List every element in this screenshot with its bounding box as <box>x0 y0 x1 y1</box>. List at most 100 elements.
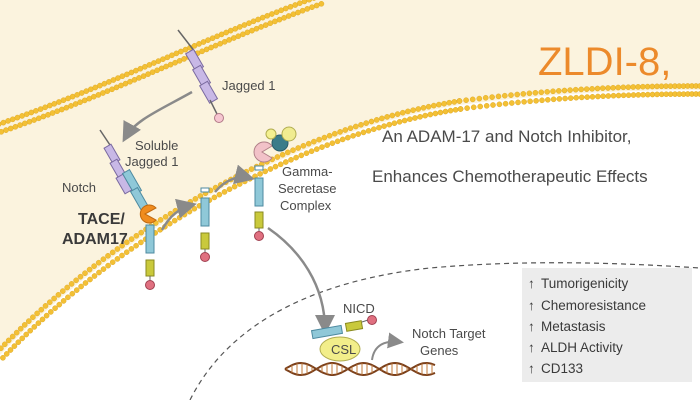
lipid-dot <box>427 111 434 118</box>
lipid-dot <box>138 229 144 236</box>
lipid-dot <box>514 91 521 98</box>
lipid-dot <box>2 341 8 348</box>
lipid-dot <box>274 154 281 160</box>
lipid-dot <box>303 150 310 156</box>
tace-enzyme <box>139 204 157 224</box>
transcription-arrow <box>371 332 404 361</box>
lipid-dot <box>226 186 233 192</box>
lipid-dot <box>64 284 70 291</box>
lipid-dot <box>360 129 367 136</box>
effect-item-3: ALDH Activity <box>541 340 623 355</box>
lipid-dot <box>96 269 102 276</box>
csl-protein <box>319 336 361 362</box>
lipid-dot <box>56 301 63 308</box>
label-gamma-1: Gamma- <box>282 164 333 179</box>
lipid-dot <box>697 91 700 97</box>
label-soluble-1: Soluble <box>135 138 178 153</box>
lipid-dot <box>640 91 646 98</box>
lipid-dot <box>287 4 294 10</box>
lipid-dot <box>589 94 596 100</box>
lipid-dot <box>368 118 375 125</box>
lipid-dot <box>550 88 556 95</box>
lipid-dot <box>342 127 349 133</box>
lipid-dot <box>630 84 637 90</box>
lipid-dot <box>105 252 111 259</box>
label-nicd: NICD <box>343 301 375 316</box>
effect-item-1: Chemoresistance <box>541 298 646 313</box>
label-notch: Notch <box>62 180 96 195</box>
label-target-2: Genes <box>420 343 459 358</box>
lipid-dot <box>52 305 58 312</box>
lipid-dot <box>21 120 28 127</box>
label-tace-2: ADAM17 <box>62 231 128 248</box>
lipid-dot <box>457 106 464 112</box>
lipid-dot <box>300 142 307 149</box>
gamma-secretase-complex <box>253 126 297 163</box>
lipid-dot <box>584 94 591 100</box>
lipid-dot <box>432 110 439 117</box>
lipid-dot <box>243 168 250 175</box>
lipid-dot <box>34 310 40 317</box>
lipid-dot <box>21 322 28 328</box>
lipid-dot <box>0 345 4 352</box>
lipid-dot <box>578 86 585 93</box>
lipid-dot <box>610 85 616 91</box>
lipid-dot <box>649 83 656 90</box>
lipid-dot <box>556 96 563 102</box>
lipid-dot <box>521 99 527 105</box>
lipid-dot <box>192 196 199 202</box>
lipid-dot <box>78 283 84 290</box>
lipid-dot <box>452 107 459 113</box>
lipid-dot <box>410 107 416 113</box>
lipid-dot <box>5 337 12 344</box>
lipid-dot <box>379 115 385 122</box>
lipid-dot <box>476 95 483 102</box>
lipid-dot <box>573 94 580 101</box>
lipid-dot <box>133 242 139 249</box>
lipid-dot <box>42 303 49 309</box>
lipid-dot <box>370 126 377 132</box>
lipid-dot <box>347 125 354 131</box>
lipid-dot <box>7 347 14 353</box>
lipid-dot <box>69 290 76 297</box>
lipid-dot <box>304 6 311 12</box>
lipid-dot <box>109 249 116 256</box>
lipid-dot <box>446 99 453 106</box>
lipid-dot <box>60 288 66 294</box>
lipid-dot <box>567 95 574 101</box>
lipid-dot <box>55 291 62 298</box>
lipid-dot <box>365 127 372 134</box>
lipid-dot <box>316 136 322 143</box>
label-gamma-2: Secretase <box>278 181 337 196</box>
lipid-dot <box>284 149 291 156</box>
lipid-dot <box>186 208 193 215</box>
lipid-dot <box>39 316 46 323</box>
lipid-dot <box>502 100 509 107</box>
lipid-dot <box>123 249 130 255</box>
lipid-dot <box>463 97 469 103</box>
lipid-dot <box>599 85 606 91</box>
gamma-secretase-notch <box>254 165 264 241</box>
lipid-dot <box>277 161 284 168</box>
lipid-dot <box>381 123 387 129</box>
lipid-dot <box>285 13 292 19</box>
lipid-dot <box>27 327 34 334</box>
lipid-dot <box>301 0 308 5</box>
lipid-dot <box>562 95 568 102</box>
lipid-dot <box>31 324 38 330</box>
lipid-dot <box>17 325 24 332</box>
lipid-dot <box>197 193 204 199</box>
effect-item-0: Tumorigenicity <box>541 276 629 291</box>
lipid-dot <box>60 298 67 304</box>
lipid-dot <box>635 84 641 90</box>
lipid-dot <box>216 191 223 198</box>
lipid-dot <box>527 98 533 105</box>
lipid-dot <box>282 159 289 165</box>
effect-arrow-3: ↑ <box>528 340 535 355</box>
lipid-dot <box>162 213 169 220</box>
lipid-dot <box>119 252 125 259</box>
lipid-dot <box>350 132 356 139</box>
lipid-dot <box>269 11 275 17</box>
subtitle-line-1: An ADAM-17 and Notch Inhibitor, <box>382 127 631 146</box>
